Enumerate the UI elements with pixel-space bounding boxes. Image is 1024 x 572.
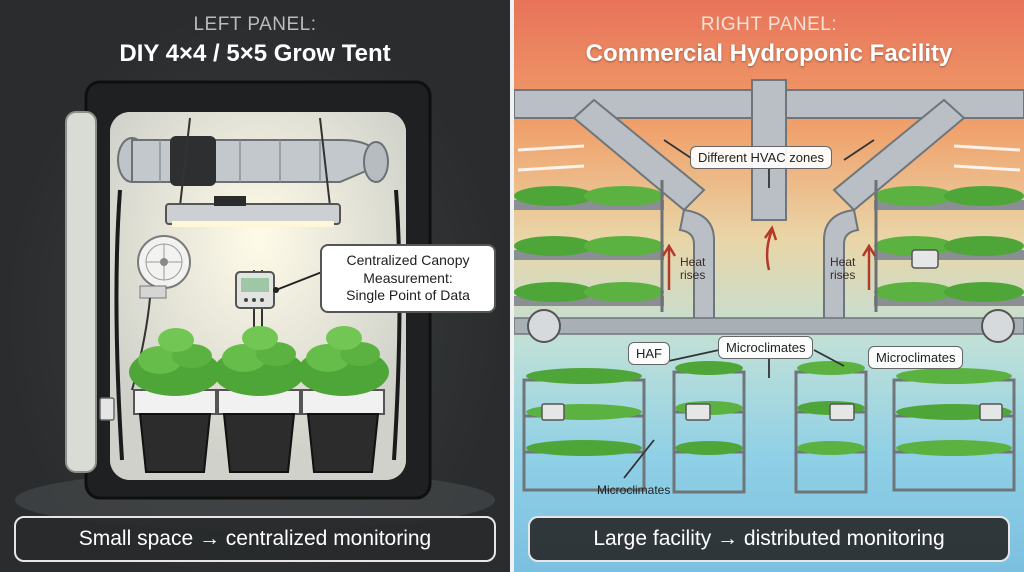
plant-pot-1	[129, 328, 221, 473]
lower-rack-4	[892, 368, 1016, 492]
upper-rack-left	[514, 180, 664, 312]
left-panel-title: DIY 4×4 / 5×5 Grow Tent	[119, 40, 391, 67]
right-caption: Large facility → distributed monitoring	[528, 516, 1010, 562]
heat-arrows	[661, 225, 877, 290]
heat-rises-left-label: Heat rises	[680, 255, 706, 283]
led-grow-light	[165, 196, 341, 227]
facility-illustration	[514, 79, 1024, 494]
hvac-zones-label: Different HVAC zones	[690, 146, 832, 169]
tent-door-flap	[65, 111, 97, 473]
microclimates-right-label: Microclimates	[868, 346, 964, 369]
left-caption: Small space → centralized monitoring	[14, 516, 496, 562]
heat-rises-right-line2: rises	[830, 268, 856, 283]
heat-rises-left-line2: rises	[680, 268, 706, 283]
pointer-lines	[623, 139, 875, 479]
right-panel-subtitle: RIGHT PANEL:	[700, 14, 838, 35]
haf-label: HAF	[628, 342, 670, 365]
right-heading: RIGHT PANEL: Commercial Hydroponic Facil…	[514, 0, 1024, 68]
right-panel-title: Commercial Hydroponic Facility	[585, 40, 953, 67]
lower-rack-2	[672, 361, 746, 494]
left-heading: LEFT PANEL: DIY 4×4 / 5×5 Grow Tent	[0, 0, 510, 68]
heat-rises-left-line1: Heat	[680, 255, 706, 269]
upper-rack-right	[874, 180, 1024, 312]
heat-rises-right-label: Heat rises	[830, 255, 856, 283]
lower-rack-1	[522, 368, 646, 492]
canopy-measurement-callout: Centralized Canopy Measurement: Single P…	[320, 244, 496, 313]
callout-line-3: Single Point of Data	[346, 287, 470, 303]
plant-pot-2	[213, 326, 305, 473]
exhaust-duct	[117, 136, 389, 186]
panel-divider	[510, 0, 514, 572]
microclimates-center-label: Microclimates	[718, 336, 814, 359]
callout-line-2: Measurement:	[363, 269, 453, 286]
callout-line-1: Centralized Canopy	[346, 252, 470, 268]
power-outlet	[99, 397, 115, 421]
grow-tent-illustration	[15, 80, 495, 530]
microclimates-bottom-label: Microclimates	[597, 483, 671, 497]
plant-pot-3	[297, 326, 389, 473]
left-panel-subtitle: LEFT PANEL:	[193, 14, 317, 35]
ceiling-ducts	[514, 79, 1024, 321]
lower-rack-3	[794, 361, 868, 494]
heat-rises-right-line1: Heat	[830, 255, 856, 269]
right-panel: RIGHT PANEL: Commercial Hydroponic Facil…	[514, 0, 1024, 572]
left-panel: LEFT PANEL: DIY 4×4 / 5×5 Grow Tent Cent…	[0, 0, 510, 572]
